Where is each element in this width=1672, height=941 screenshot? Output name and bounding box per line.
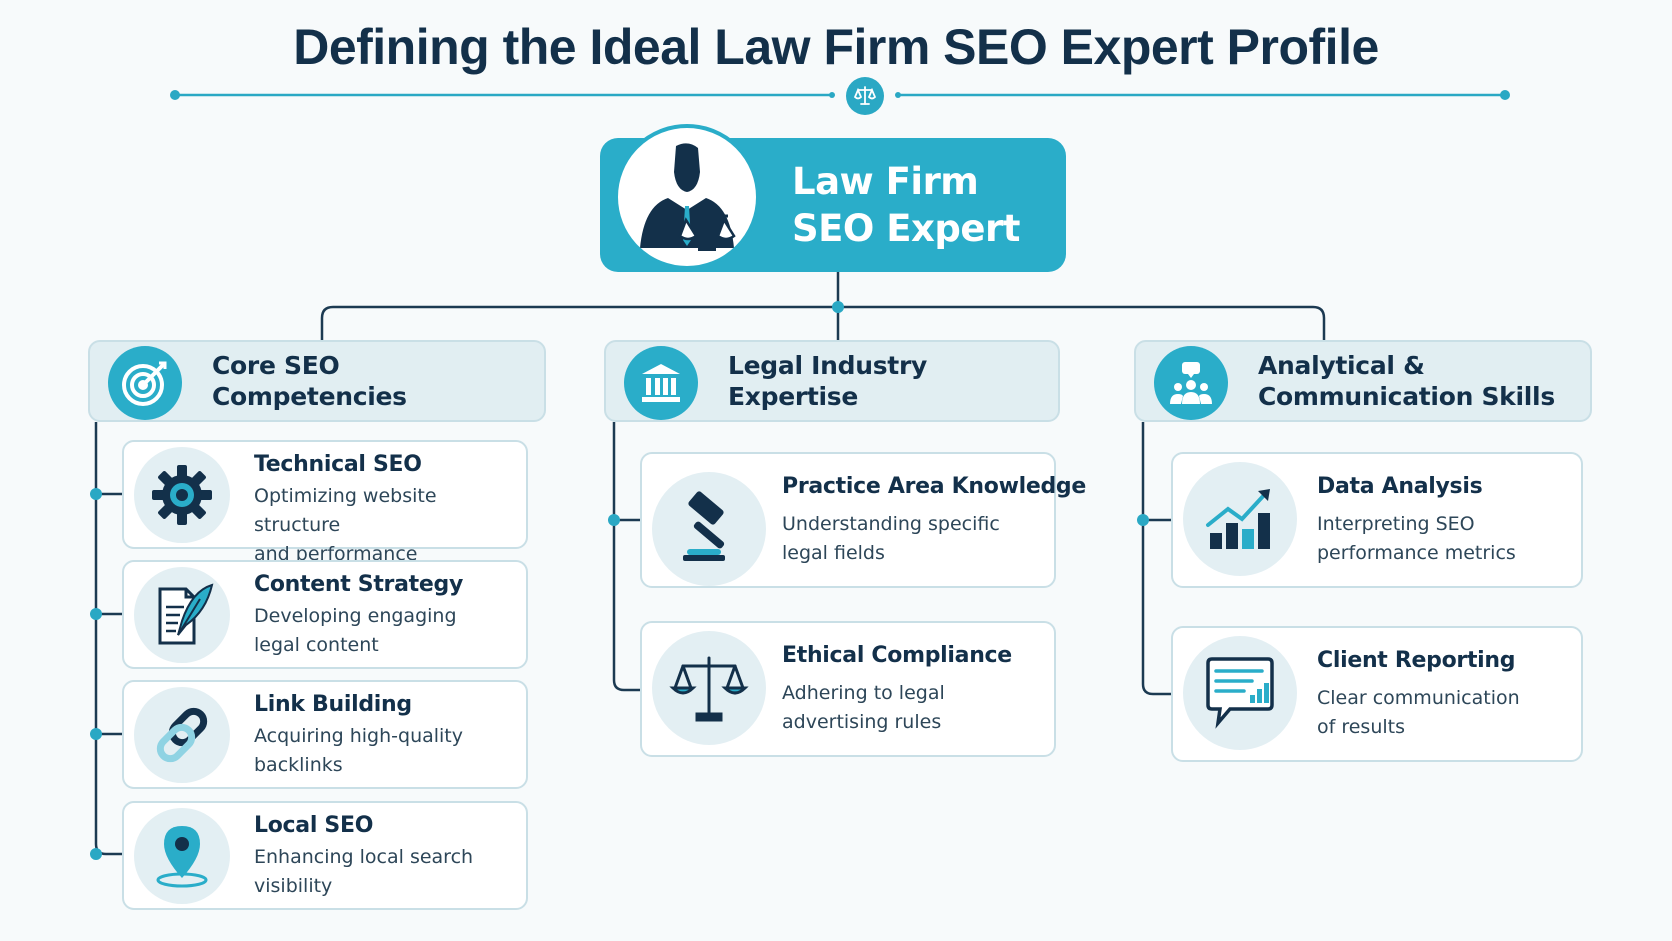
- courthouse-icon: [624, 346, 698, 420]
- card-ethical-compliance: Ethical Compliance Adhering to legal adv…: [640, 621, 1056, 757]
- card-description-line1: Adhering to legal: [782, 682, 945, 704]
- lawyer-with-scales-icon: [614, 124, 760, 270]
- card-title: Client Reporting: [1317, 648, 1516, 673]
- hero-title-line2: SEO Expert: [792, 207, 1020, 250]
- page-title: Defining the Ideal Law Firm SEO Expert P…: [293, 19, 1379, 75]
- column-head-core-seo: Core SEO Competencies: [88, 340, 546, 422]
- card-description: Enhancing local search visibility: [254, 843, 514, 901]
- target-icon: [108, 346, 182, 420]
- card-title: Content Strategy: [254, 572, 463, 597]
- chain-link-icon: [134, 687, 230, 783]
- card-title: Data Analysis: [1317, 474, 1483, 499]
- card-description-line2: backlinks: [254, 754, 343, 776]
- card-description-line2: legal content: [254, 634, 379, 656]
- hero-title: Law Firm SEO Expert: [792, 158, 1052, 252]
- column-head-label-line1: Analytical &: [1258, 351, 1425, 380]
- card-technical-seo: Technical SEO Optimizing website structu…: [122, 440, 528, 565]
- card-description-line1: Understanding specific: [782, 513, 1000, 535]
- card-description: Understanding specific legal fields: [782, 510, 1042, 568]
- card-description-line1: Optimizing website structure: [254, 485, 437, 536]
- card-description-line1: Acquiring high-quality: [254, 725, 463, 747]
- card-description: Adhering to legal advertising rules: [782, 679, 1042, 737]
- card-description: Optimizing website structure and perform…: [254, 482, 524, 569]
- hero-title-line1: Law Firm: [792, 160, 979, 203]
- card-description: Interpreting SEO performance metrics: [1317, 510, 1577, 568]
- column-head-label: Analytical & Communication Skills: [1258, 350, 1580, 412]
- card-data-analysis: Data Analysis Interpreting SEO performan…: [1171, 452, 1583, 588]
- column-head-label: Legal Industry Expertise: [728, 351, 927, 411]
- scales-icon: [652, 631, 766, 745]
- card-description: Clear communication of results: [1317, 684, 1577, 742]
- card-description-line1: Enhancing local search: [254, 846, 474, 868]
- team-chat-icon: [1154, 346, 1228, 420]
- column-head-legal: Legal Industry Expertise: [604, 340, 1060, 422]
- card-description-line2: performance metrics: [1317, 542, 1516, 564]
- card-title: Local SEO: [254, 813, 374, 838]
- report-chat-icon: [1183, 636, 1297, 750]
- card-title: Ethical Compliance: [782, 643, 1012, 668]
- card-title: Link Building: [254, 692, 412, 717]
- card-client-reporting: Client Reporting Clear communication of …: [1171, 626, 1583, 762]
- card-description-line1: Developing engaging: [254, 605, 457, 627]
- column-head-label-line2: Communication Skills: [1258, 382, 1555, 411]
- card-description-line1: Interpreting SEO: [1317, 513, 1475, 535]
- card-description-line2: and performance: [254, 543, 418, 565]
- gear-icon: [134, 447, 230, 543]
- card-description-line2: advertising rules: [782, 711, 942, 733]
- card-title: Practice Area Knowledge: [782, 474, 1086, 499]
- column-head-analytical: Analytical & Communication Skills: [1134, 340, 1592, 422]
- card-title: Technical SEO: [254, 452, 422, 477]
- card-description-line2: legal fields: [782, 542, 885, 564]
- card-description-line2: visibility: [254, 875, 333, 897]
- card-description-line1: Clear communication: [1317, 687, 1520, 709]
- gavel-icon: [652, 472, 766, 586]
- scales-emblem-icon: [846, 77, 884, 115]
- column-head-label: Core SEO Competencies: [212, 351, 407, 411]
- card-practice-area-knowledge: Practice Area Knowledge Understanding sp…: [640, 452, 1086, 588]
- card-content-strategy: Content Strategy Developing engaging leg…: [122, 560, 528, 669]
- card-description: Acquiring high-quality backlinks: [254, 722, 514, 780]
- card-local-seo: Local SEO Enhancing local search visibil…: [122, 801, 528, 910]
- map-pin-icon: [134, 808, 230, 904]
- card-link-building: Link Building Acquiring high-quality bac…: [122, 680, 528, 789]
- card-description-line2: of results: [1317, 716, 1406, 738]
- bar-chart-trend-icon: [1183, 462, 1297, 576]
- document-quill-icon: [134, 567, 230, 663]
- card-description: Developing engaging legal content: [254, 602, 514, 660]
